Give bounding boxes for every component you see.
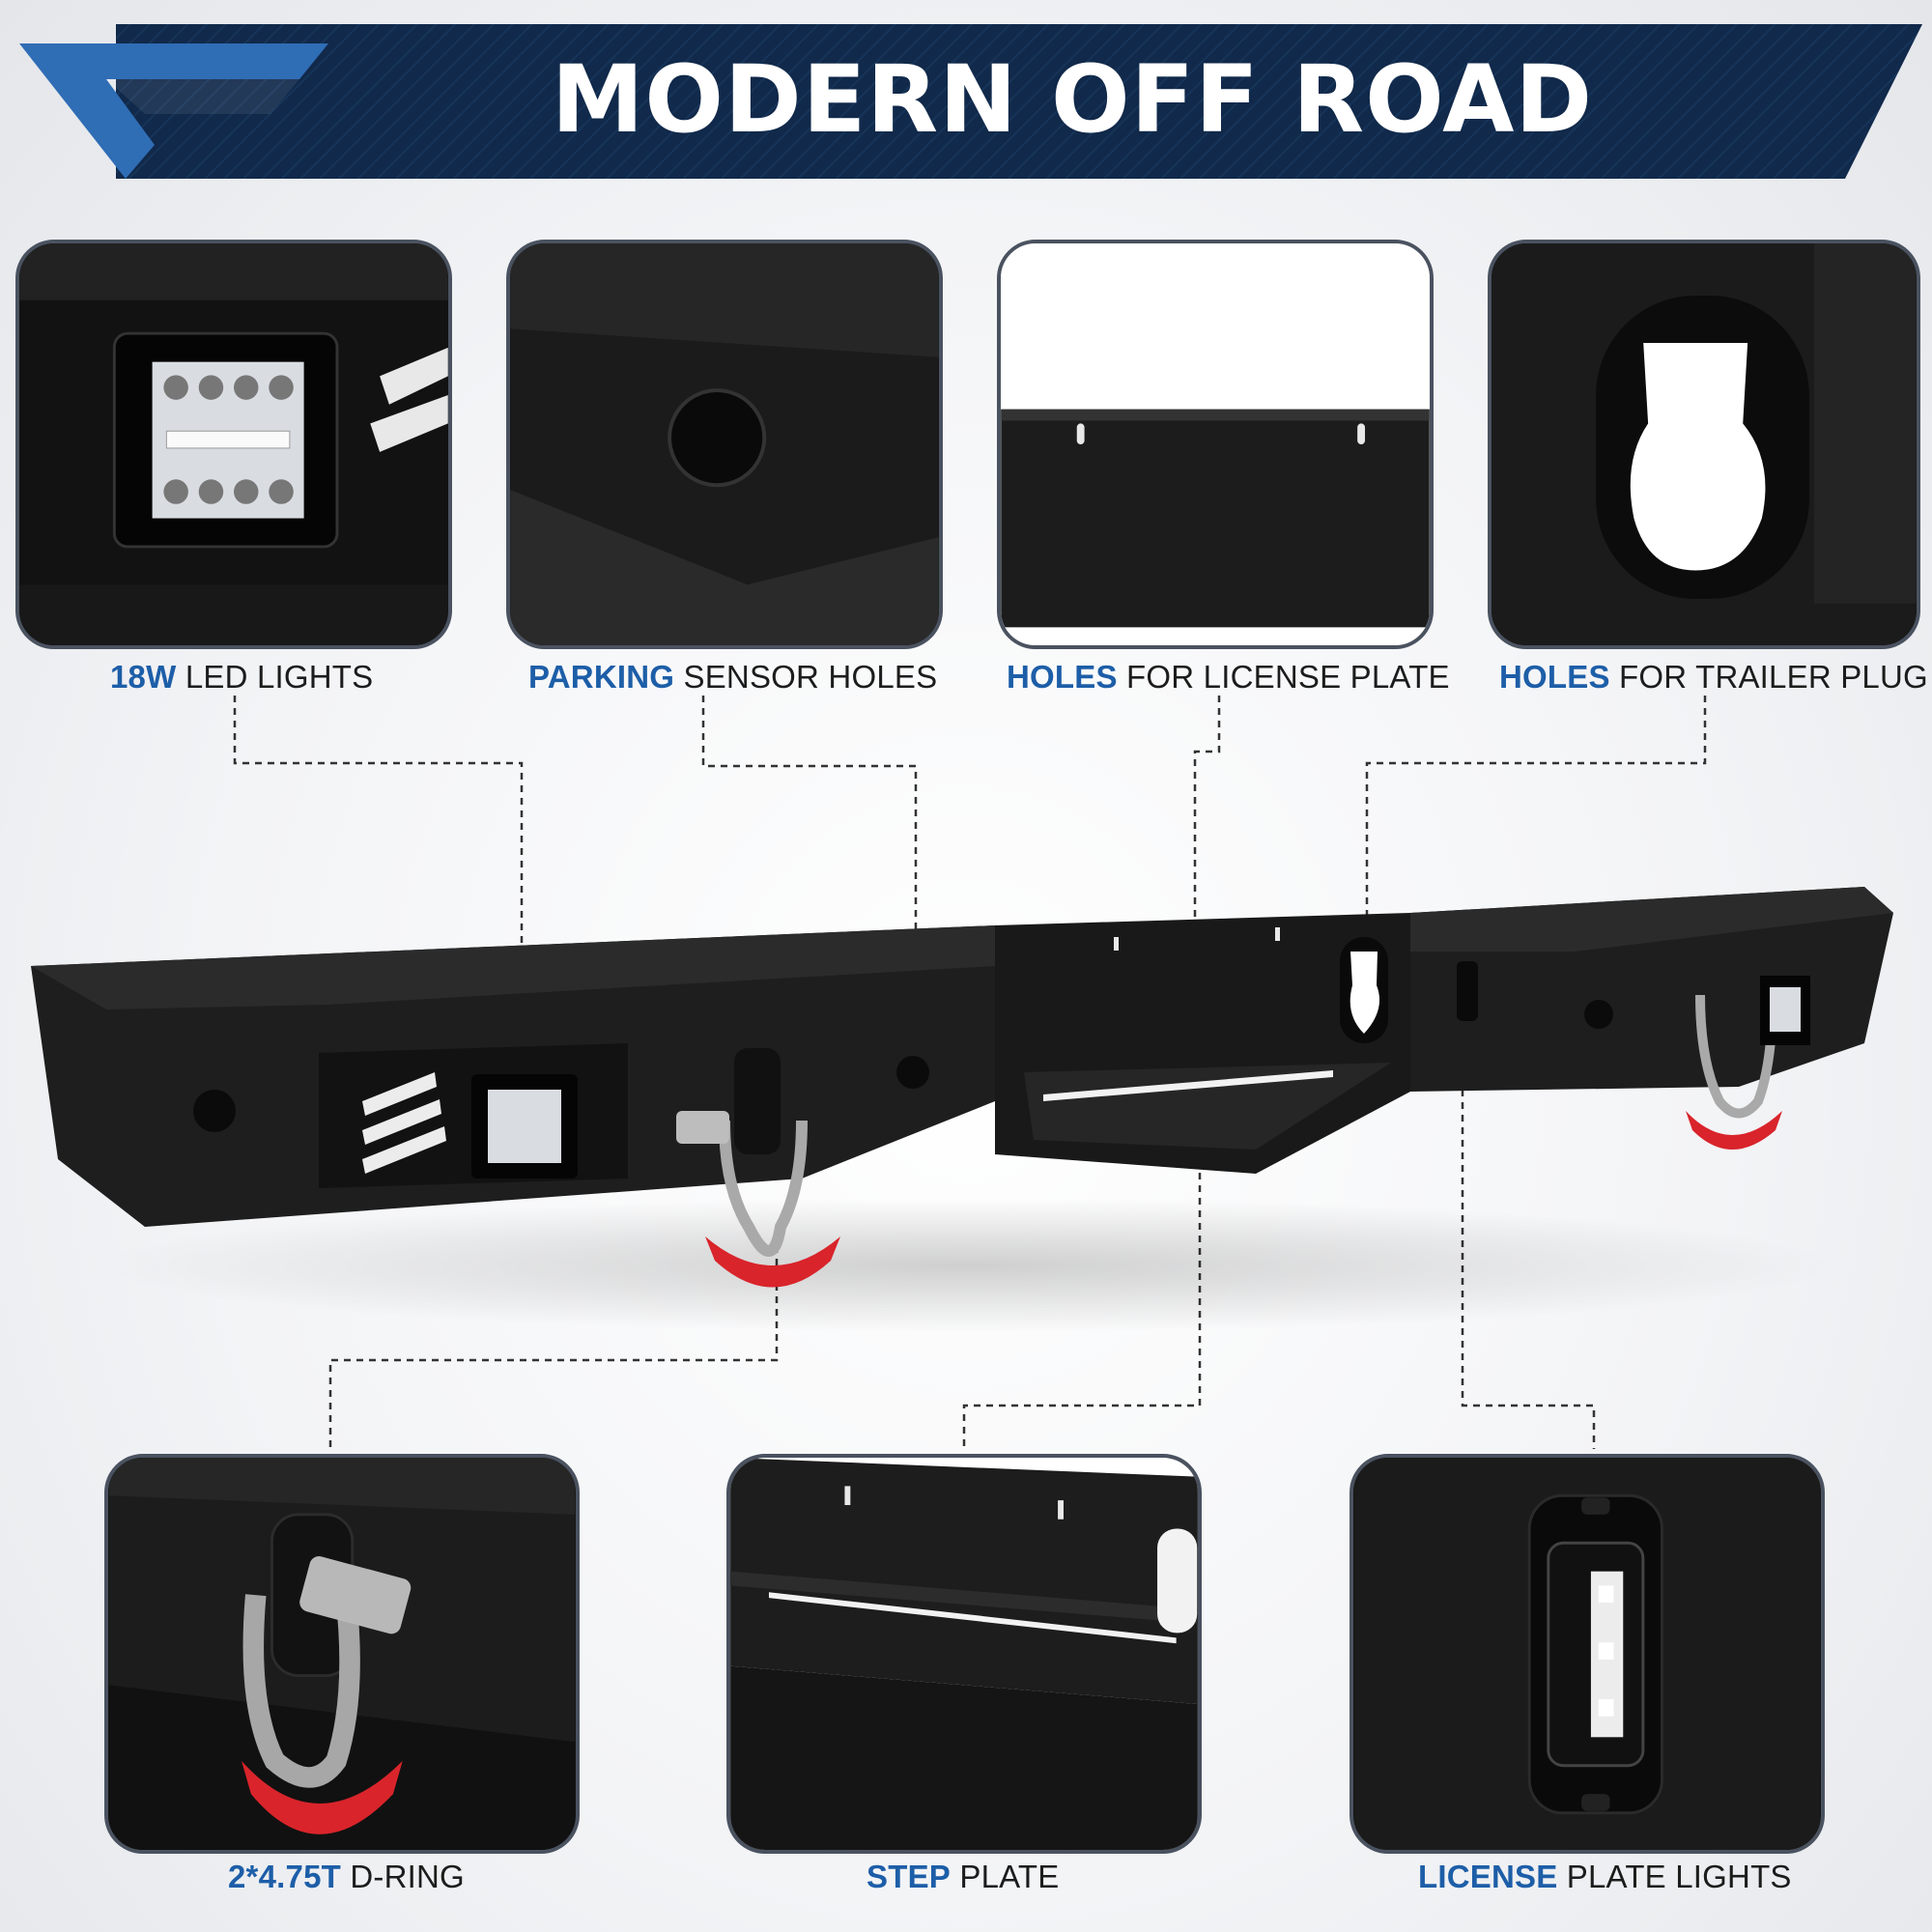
license-slot-icon	[1001, 243, 1430, 645]
thumb-d-ring	[104, 1454, 580, 1854]
caption-license-holes: HOLES FOR LICENSE PLATE	[1007, 659, 1450, 695]
trailer-plug-icon	[1492, 243, 1917, 645]
thumb-led-lights	[15, 240, 452, 649]
caption-step-plate: STEP PLATE	[867, 1859, 1060, 1894]
caption-led-lights: 18W LED LIGHTS	[110, 659, 374, 695]
caption-d-ring: 2*4.75T D-RING	[228, 1859, 465, 1894]
banner-title: MODERN OFF ROAD	[551, 45, 1594, 154]
banner-logo-chevron-icon	[19, 43, 328, 179]
rear-bumper-illustration	[31, 887, 1893, 1333]
d-ring-icon	[108, 1458, 576, 1850]
thumb-plate-lights	[1350, 1454, 1825, 1854]
thumb-license-holes	[997, 240, 1434, 649]
banner-graphic	[19, 24, 1922, 179]
header-banner: MODERN OFF ROAD	[0, 0, 1932, 193]
led-light-icon	[19, 243, 448, 645]
caption-trailer-plug: HOLES FOR TRAILER PLUG	[1499, 659, 1928, 695]
sensor-hole-icon	[510, 243, 939, 645]
caption-parking-sensor: PARKING SENSOR HOLES	[528, 659, 938, 695]
thumb-parking-sensor	[506, 240, 943, 649]
caption-plate-lights: LICENSE PLATE LIGHTS	[1418, 1859, 1792, 1894]
plate-light-icon	[1353, 1458, 1821, 1850]
bumper-main-image	[0, 850, 1932, 1333]
thumb-trailer-plug	[1488, 240, 1920, 649]
step-plate-icon	[730, 1458, 1198, 1850]
thumb-step-plate	[726, 1454, 1202, 1854]
